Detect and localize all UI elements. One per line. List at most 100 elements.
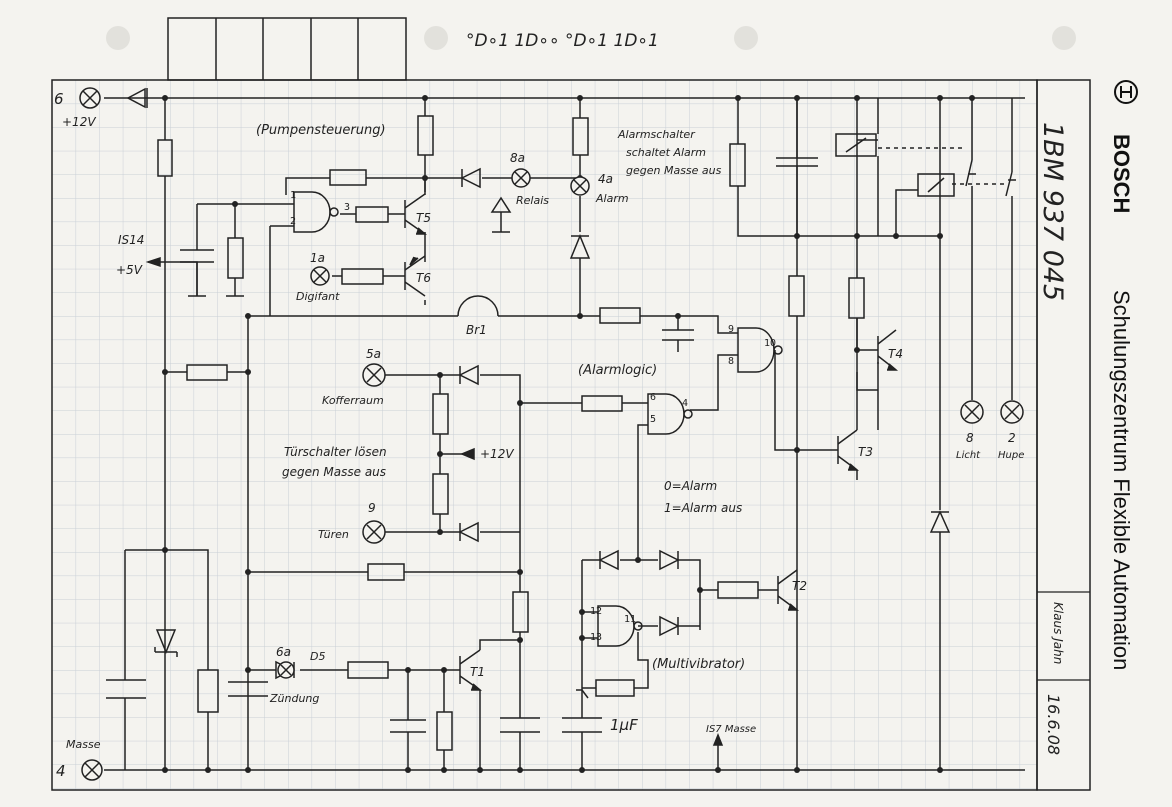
resistor [341,268,384,285]
terminal-6-number: 6 [54,90,64,108]
punch-hole [1052,26,1076,50]
alarm-state-1: 1=Alarm aus [664,501,742,515]
resistor [432,393,449,435]
author: Klaus Jahn [1051,602,1065,664]
t4-label: T4 [888,347,903,361]
junctions [162,95,975,773]
lamps [79,87,1024,781]
alarmlogic-label: (Alarmlogic) [578,363,657,378]
diode [598,549,619,571]
diode [460,167,481,189]
resistor [512,591,529,633]
capacitor [390,719,426,733]
diode [569,234,591,259]
terminal-6-label: +12V [62,115,96,129]
diode [659,549,680,571]
pumpensteuerung-label: (Pumpensteuerung) [256,123,386,138]
t5-label: T5 [416,211,431,225]
diode [458,364,479,386]
lamp-1a-name: Digifant [296,290,340,303]
pin-9: 9 [728,324,734,335]
pin-1: 1 [290,190,296,201]
lamp-1a [310,266,330,286]
capacitor [776,157,818,167]
t6-label: T6 [416,271,431,285]
resistor [599,307,641,324]
plus5v-label: +5V [116,263,143,277]
nand-gate-bubble [633,621,643,631]
pin-8: 8 [728,356,734,367]
multivibrator-label: (Multivibrator) [652,657,745,672]
pin-2: 2 [290,216,296,227]
resistor [347,661,389,679]
transistor-t3 [798,318,860,480]
transistor-t4 [877,329,899,371]
diode [458,521,479,543]
lamp-2-name: Hupe [998,450,1024,461]
is14-label: IS14 [118,233,144,247]
lamp-8-name: Licht [956,450,981,461]
alarm-switch-note-3: gegen Masse aus [626,164,722,177]
terminal-lamp-6 [79,87,101,109]
lamp-9-number: 9 [368,501,376,515]
t1-label: T1 [470,665,485,679]
lamp-6a-name: Zündung [269,692,319,705]
terminal-4-number: 4 [56,762,66,780]
capacitor [228,681,268,697]
pin-12: 12 [590,606,602,617]
transistor-t5 [404,193,428,235]
resistor [436,711,453,751]
capacitor [180,249,214,263]
lamp-5a [362,363,386,387]
labels: 6 +12V 4 Masse IS14 +5V +12V IS7 Masse (… [54,90,1068,780]
capacitor [106,679,146,699]
d5-label: D5 [310,650,325,663]
punch-hole [106,26,130,50]
relay-coil [835,133,877,157]
zener-diode [154,629,178,657]
is7-label: IS7 Masse [706,724,756,735]
terminal-4-label: Masse [66,738,101,751]
lamp-9 [362,520,386,544]
resistor [572,117,589,156]
capacitor [500,717,540,733]
course-title: Schulungszentrum Flexible Automation [1109,290,1134,670]
relay-contact [965,159,973,187]
diode [929,510,951,533]
lamp-8a-name: Relais [516,194,549,207]
resistor [355,206,389,223]
pin-4: 4 [682,398,688,409]
transistor-t2 [777,569,800,611]
grid-area [52,80,1037,790]
punch-hole [734,26,758,50]
crystal [197,669,219,713]
lamp-8a [511,168,531,188]
resistor [581,395,623,412]
wiring [104,97,1025,771]
resistor [417,115,434,156]
arrow [576,689,589,699]
resistor [329,169,367,186]
pin-11: 11 [624,614,636,625]
door-switch-note-1: Türschalter lösen [284,445,387,459]
nand-gate-bubble [329,207,339,217]
title-strip [1036,79,1091,791]
relay-contact [1005,171,1013,197]
resistor [717,581,759,599]
diode [659,615,680,637]
nand-gate-bubble [773,345,783,355]
lamp-5a-number: 5a [366,347,381,361]
resistor [367,563,405,581]
transistor-t1 [459,649,483,691]
lamp-2-number: 2 [1008,431,1016,445]
pin-5: 5 [650,414,656,425]
resistor [227,237,244,279]
resistor [157,139,173,177]
header-boxes [167,17,407,81]
lamp-2 [1000,400,1024,424]
plus12v-label: +12V [480,447,514,461]
transistor-t6 [404,255,426,297]
br1-label: Br1 [466,323,487,337]
alarm-switch-note-1: Alarmschalter [617,128,696,141]
